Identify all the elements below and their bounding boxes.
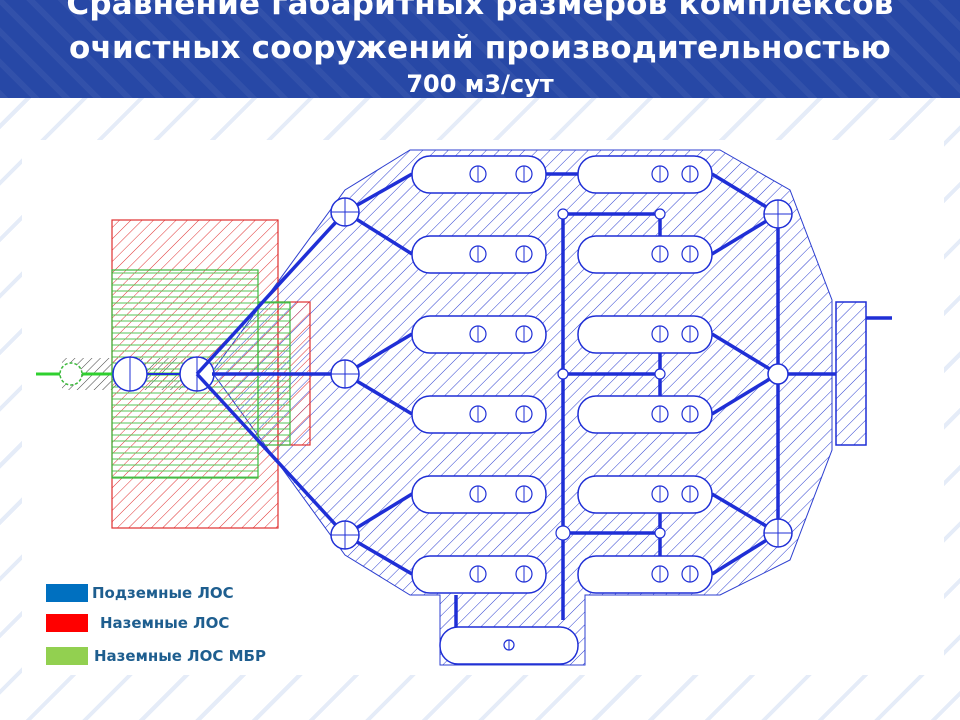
well-right-mid	[767, 363, 789, 385]
right-well-crosses	[764, 200, 792, 547]
legend-item-mbr: Наземные ЛОС МБР	[46, 647, 326, 669]
legend-swatch-mbr	[46, 647, 88, 665]
title-line-1: Сравнение габаритных размеров комплексов	[66, 0, 894, 22]
legend-label-underground: Подземные ЛОС	[92, 584, 234, 602]
manhole-crosses	[477, 166, 691, 650]
legend-item-aboveground: Наземные ЛОС	[46, 614, 306, 636]
tank-right-1	[577, 155, 713, 194]
tanks	[411, 155, 713, 665]
tank-right-3	[577, 315, 713, 354]
outlet-block	[835, 301, 867, 446]
title-line-2: очистных сооружений производительностью	[69, 30, 891, 66]
legend-label-mbr: Наземные ЛОС МБР	[94, 647, 266, 665]
tank-right-6	[577, 555, 713, 594]
legend-item-underground: Подземные ЛОС	[46, 584, 306, 606]
header-banner: Сравнение габаритных размеров комплексов…	[0, 0, 960, 98]
tank-right-5	[577, 475, 713, 514]
left-well-crosses	[331, 198, 359, 549]
inlet-well-small	[59, 362, 83, 386]
legend-swatch-aboveground	[46, 614, 88, 632]
legend-swatch-underground	[46, 584, 88, 602]
legend-label-aboveground: Наземные ЛОС	[100, 614, 230, 632]
tank-right-2	[577, 235, 713, 274]
tank-right-4	[577, 395, 713, 434]
title-line-3: 700 м3/сут	[406, 70, 554, 98]
junction-nodes	[555, 208, 666, 541]
